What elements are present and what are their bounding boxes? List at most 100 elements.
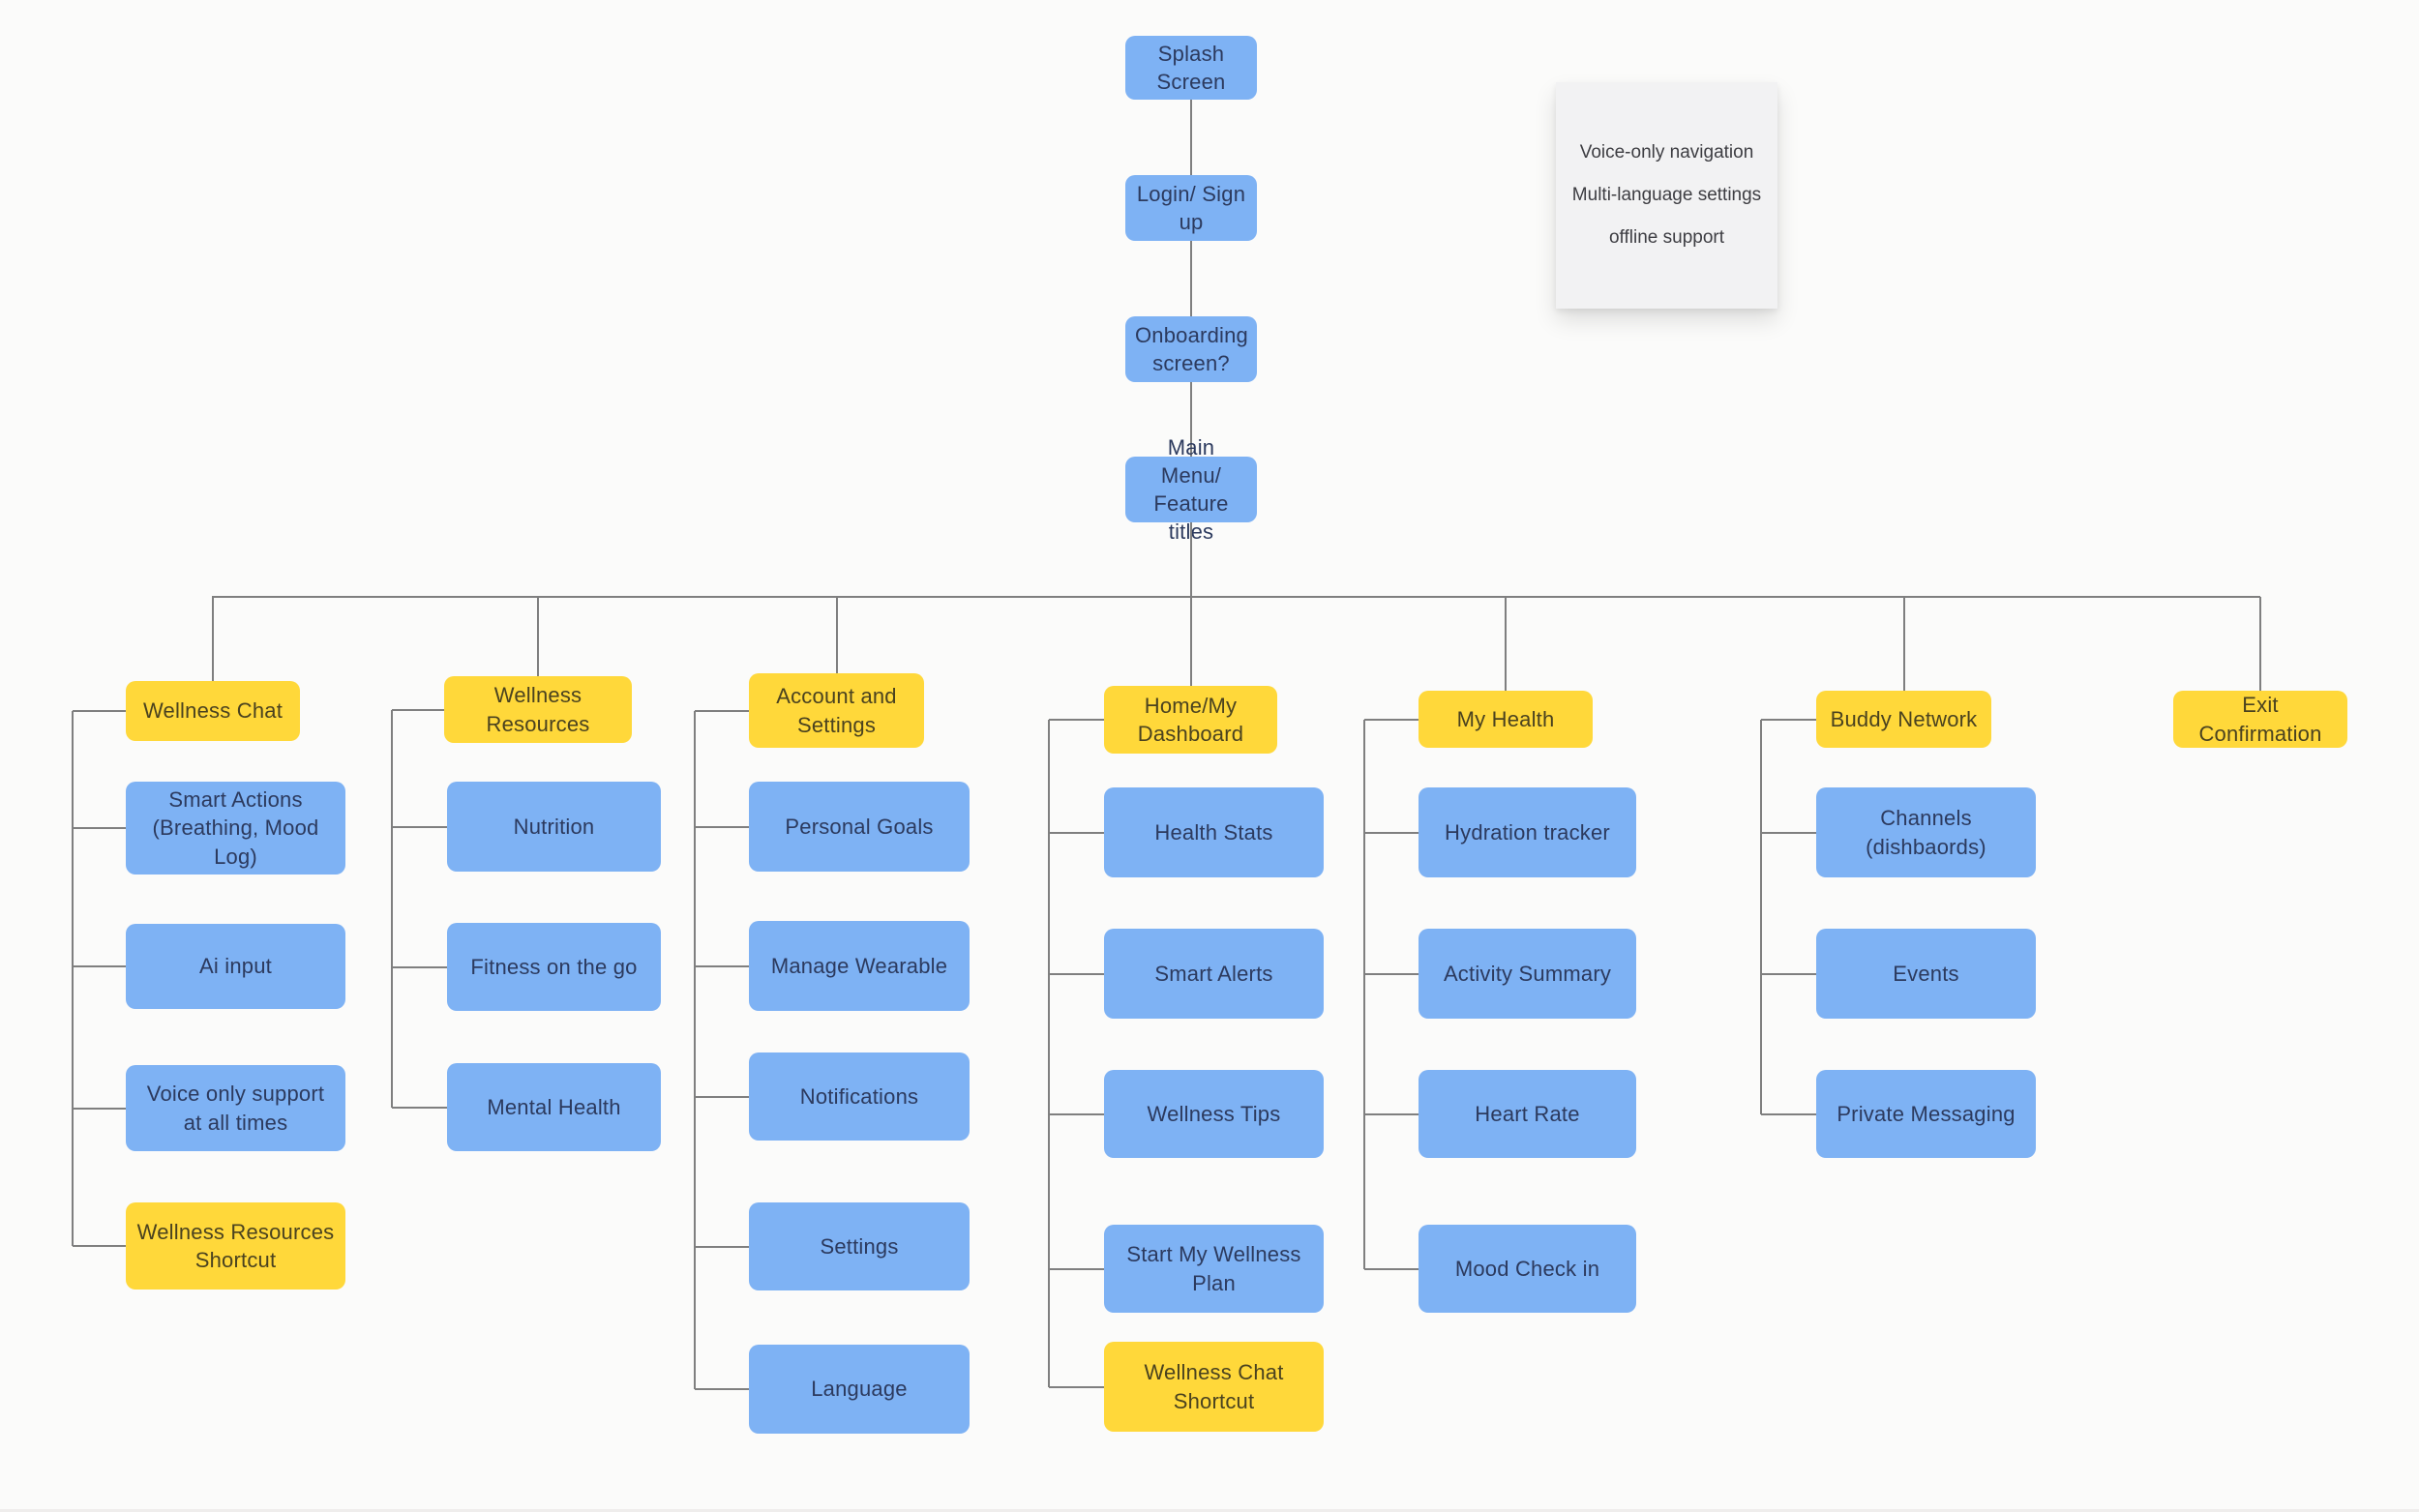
branch-drop-connector — [1505, 597, 1507, 691]
channels-dashboards-node[interactable]: Channels (dishbaords) — [1816, 787, 2036, 877]
mental-health-label: Mental Health — [487, 1094, 621, 1119]
wellness-resources-label: Wellness Resources — [486, 683, 590, 736]
mood-check-in-label: Mood Check in — [1454, 1256, 1600, 1281]
login-signup-label: Login/ Sign up — [1136, 181, 1246, 234]
stub-connector — [695, 1095, 749, 1098]
fitness-on-the-go-node[interactable]: Fitness on the go — [447, 923, 661, 1011]
column-spine-line — [391, 709, 393, 1108]
personal-goals-node[interactable]: Personal Goals — [749, 782, 970, 872]
sticky-note-line: Multi-language settings — [1571, 185, 1762, 205]
ai-input-label: Ai input — [199, 954, 272, 979]
account-and-settings-label: Account and Settings — [776, 684, 897, 737]
stub-connector — [1761, 972, 1816, 975]
main-menu-node[interactable]: Main Menu/ Feature titles — [1125, 435, 1257, 544]
stub-connector — [1049, 972, 1104, 975]
stub-connector — [392, 708, 444, 711]
wellness-chat-node[interactable]: Wellness Chat — [126, 681, 300, 741]
stub-connector — [695, 1388, 749, 1390]
stub-connector — [73, 1107, 126, 1110]
wellness-chat-shortcut-node[interactable]: Wellness Chat Shortcut — [1104, 1342, 1324, 1432]
stub-connector — [695, 825, 749, 828]
my-health-node[interactable]: My Health — [1419, 691, 1593, 748]
onboarding-screen-label: Onboarding screen? — [1135, 322, 1248, 375]
column-spine-line — [1760, 719, 1762, 1114]
chain-connector — [1190, 522, 1192, 597]
manage-wearable-node[interactable]: Manage Wearable — [749, 921, 970, 1011]
voice-only-support-node[interactable]: Voice only support at all times — [126, 1065, 345, 1151]
private-messaging-node[interactable]: Private Messaging — [1816, 1070, 2036, 1158]
account-and-settings-node[interactable]: Account and Settings — [749, 673, 924, 748]
stub-connector — [695, 1245, 749, 1248]
wellness-chat-label: Wellness Chat — [142, 698, 284, 724]
column-spine-line — [1048, 720, 1050, 1387]
activity-summary-node[interactable]: Activity Summary — [1419, 929, 1636, 1019]
wellness-chat-shortcut-label: Wellness Chat Shortcut — [1144, 1360, 1284, 1413]
buddy-network-node[interactable]: Buddy Network — [1816, 691, 1991, 748]
trunk-line — [212, 596, 2260, 598]
start-my-wellness-plan-node[interactable]: Start My Wellness Plan — [1104, 1225, 1324, 1313]
home-my-dashboard-label: Home/My Dashboard — [1137, 693, 1244, 746]
stub-connector — [392, 1106, 447, 1109]
language-node[interactable]: Language — [749, 1345, 970, 1434]
private-messaging-label: Private Messaging — [1837, 1101, 2016, 1126]
settings-node[interactable]: Settings — [749, 1202, 970, 1290]
branch-drop-connector — [2259, 597, 2261, 691]
stub-connector — [1761, 718, 1816, 721]
column-spine-line — [1363, 719, 1365, 1269]
smart-alerts-label: Smart Alerts — [1154, 961, 1273, 986]
start-my-wellness-plan-label: Start My Wellness Plan — [1126, 1242, 1301, 1295]
stub-connector — [1364, 718, 1419, 721]
mental-health-node[interactable]: Mental Health — [447, 1063, 661, 1151]
wellness-tips-node[interactable]: Wellness Tips — [1104, 1070, 1324, 1158]
language-label: Language — [811, 1377, 908, 1402]
branch-drop-connector — [212, 597, 214, 681]
smart-alerts-node[interactable]: Smart Alerts — [1104, 929, 1324, 1019]
hydration-tracker-node[interactable]: Hydration tracker — [1419, 787, 1636, 877]
splash-screen-label: Splash Screen — [1156, 41, 1226, 94]
mood-check-in-node[interactable]: Mood Check in — [1419, 1225, 1636, 1313]
exit-confirmation-node[interactable]: Exit Confirmation — [2173, 691, 2347, 748]
onboarding-screen-node[interactable]: Onboarding screen? — [1125, 316, 1257, 382]
login-signup-node[interactable]: Login/ Sign up — [1125, 175, 1257, 241]
smart-actions-node[interactable]: Smart Actions (Breathing, Mood Log) — [126, 782, 345, 875]
channels-dashboards-label: Channels (dishbaords) — [1866, 806, 1986, 859]
heart-rate-node[interactable]: Heart Rate — [1419, 1070, 1636, 1158]
sticky-note[interactable]: Voice-only navigation Multi-language set… — [1556, 82, 1777, 309]
branch-drop-connector — [537, 597, 539, 676]
stub-connector — [1761, 831, 1816, 834]
stub-connector — [1049, 1112, 1104, 1115]
heart-rate-label: Heart Rate — [1475, 1101, 1580, 1126]
events-label: Events — [1893, 961, 1959, 986]
notifications-node[interactable]: Notifications — [749, 1052, 970, 1141]
branch-drop-connector — [1189, 597, 1192, 686]
stub-connector — [1364, 831, 1419, 834]
ai-input-node[interactable]: Ai input — [126, 924, 345, 1009]
branch-drop-connector — [1902, 597, 1905, 691]
column-spine-line — [72, 711, 74, 1246]
stub-connector — [1049, 719, 1104, 721]
stub-connector — [73, 965, 126, 967]
sticky-note-line: Voice-only navigation — [1579, 142, 1754, 163]
voice-only-support-label: Voice only support at all times — [146, 1082, 325, 1135]
personal-goals-label: Personal Goals — [785, 814, 934, 839]
splash-screen-node[interactable]: Splash Screen — [1125, 36, 1257, 100]
health-stats-node[interactable]: Health Stats — [1104, 787, 1324, 877]
stub-connector — [392, 825, 447, 828]
fitness-on-the-go-label: Fitness on the go — [470, 954, 638, 979]
home-my-dashboard-node[interactable]: Home/My Dashboard — [1104, 686, 1277, 754]
wellness-resources-node[interactable]: Wellness Resources — [444, 676, 632, 743]
stub-connector — [392, 965, 447, 968]
stub-connector — [695, 964, 749, 967]
hydration-tracker-label: Hydration tracker — [1445, 819, 1610, 845]
events-node[interactable]: Events — [1816, 929, 2036, 1019]
stub-connector — [73, 710, 126, 712]
my-health-label: My Health — [1456, 706, 1555, 731]
buddy-network-label: Buddy Network — [1830, 706, 1978, 731]
manage-wearable-label: Manage Wearable — [770, 953, 948, 978]
sticky-note-line: offline support — [1608, 227, 1724, 248]
wellness-resources-shortcut-node[interactable]: Wellness Resources Shortcut — [126, 1202, 345, 1290]
nutrition-node[interactable]: Nutrition — [447, 782, 661, 872]
wellness-tips-label: Wellness Tips — [1147, 1101, 1281, 1126]
wellness-resources-shortcut-label: Wellness Resources Shortcut — [136, 1219, 335, 1272]
